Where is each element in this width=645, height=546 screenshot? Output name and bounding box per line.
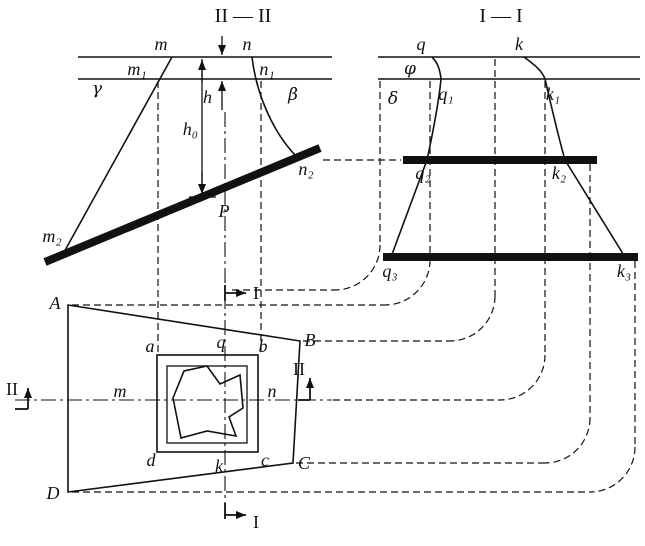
section-ii: II — II m n m₁ n₁ γ β h h₀ m₂ n₂ P [42, 5, 332, 266]
plan-view: A B C D a b q m n d k c [15, 112, 332, 518]
label-p: P [218, 201, 230, 221]
label-k1-i: k₁ [546, 84, 560, 104]
label-phi: φ [404, 59, 416, 79]
label-plan-D: D [46, 483, 60, 503]
right-wall-i [523, 56, 626, 258]
marker-i-bottom-label: I [253, 512, 259, 532]
bench-rectangle [156, 354, 259, 453]
label-plan-c: c [261, 450, 269, 470]
label-plan-A: A [49, 293, 62, 313]
label-q-i: q [417, 34, 426, 54]
label-plan-m: m [114, 381, 127, 401]
label-m1-ii: m₁ [127, 59, 146, 79]
label-m-ii: m [155, 34, 168, 54]
projection-lines [72, 59, 636, 493]
label-k2-i: k₂ [552, 163, 566, 183]
section-ii-title: II — II [215, 5, 272, 27]
label-plan-k: k [215, 456, 224, 476]
label-h: h [203, 87, 212, 107]
label-k3-i: k₃ [617, 261, 631, 281]
marker-i-top-label: I [253, 283, 259, 303]
section-i-title: I — I [479, 5, 522, 27]
label-delta: δ [388, 89, 398, 109]
label-plan-B: B [305, 330, 316, 350]
label-q3-i: q₃ [382, 261, 397, 281]
label-n1-ii: n₁ [259, 59, 274, 79]
transfer-arc-6 [589, 446, 636, 493]
label-n2-ii: n₂ [298, 159, 313, 179]
label-plan-b: b [259, 336, 268, 356]
label-beta: β [287, 85, 298, 105]
label-m2-ii: m₂ [42, 226, 61, 246]
ore-body-outline [172, 365, 244, 439]
label-gamma: γ [92, 79, 103, 99]
label-plan-n: n [268, 381, 277, 401]
marker-ii-right-label: II [293, 359, 305, 379]
pit-top-contour [67, 304, 301, 493]
label-q1-i: q₁ [438, 84, 453, 104]
label-plan-d: d [147, 450, 157, 470]
label-h0: h₀ [183, 119, 198, 139]
label-plan-q: q [217, 332, 226, 352]
transfer-arc-1 [334, 244, 381, 291]
seam-line-ii [43, 144, 322, 266]
left-slope-line-ii [62, 56, 173, 255]
transfer-arc-5 [544, 417, 591, 464]
section-i: I — I q k φ δ q₁ k₁ q₂ k₂ q₃ k₃ [378, 5, 640, 281]
transfer-arc-2 [384, 259, 431, 306]
label-k-i: k [515, 34, 524, 54]
section-markers: I I II II [6, 283, 314, 532]
left-wall-i [390, 56, 442, 258]
label-plan-C: C [298, 453, 311, 473]
label-q2-i: q₂ [415, 163, 430, 183]
transfer-arc-4 [499, 354, 546, 401]
transfer-arc-3 [449, 295, 496, 342]
right-slope-curve-ii [251, 56, 298, 158]
marker-ii-left-label: II [6, 379, 18, 399]
label-n-ii: n [243, 34, 252, 54]
label-plan-a: a [146, 336, 155, 356]
